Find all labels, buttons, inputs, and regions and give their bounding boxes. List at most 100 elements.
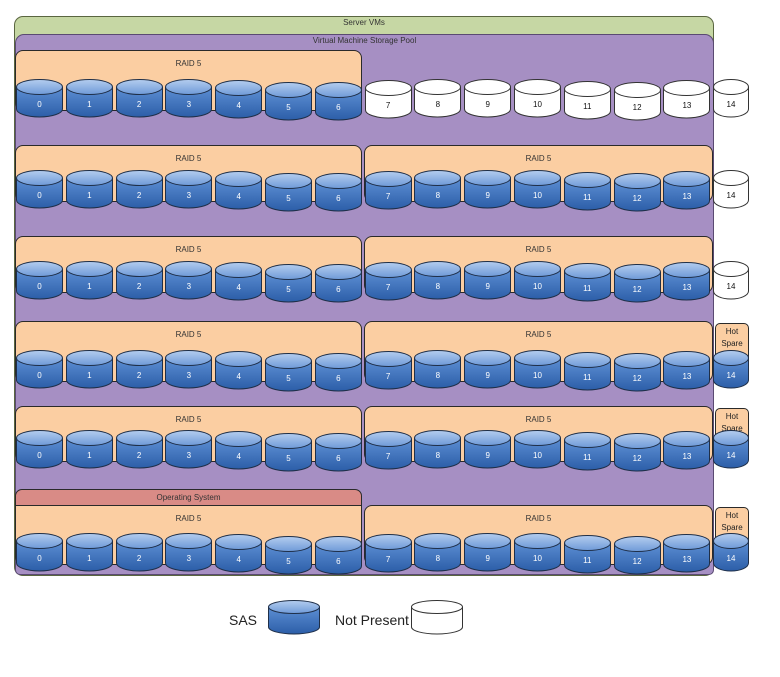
sas-disk-icon [613,536,661,575]
empty-disk-slot: 14 [713,170,749,209]
sas-disk: 13 [663,431,711,470]
raid-group-label: RAID 5 [525,514,552,523]
sas-disk: 12 [613,433,661,472]
sas-disk: 4 [215,171,263,210]
disk-number: 2 [136,370,142,380]
sas-disk: 6 [314,264,362,303]
disk-number: 2 [136,99,142,109]
empty-disk-icon [464,79,512,118]
sas-disk: 4 [215,351,263,390]
disk-number: 3 [186,450,192,460]
sas-disk-icon [215,171,263,210]
disk-number: 13 [682,100,692,110]
disk-number: 7 [385,451,391,461]
sas-disk-icon [514,261,561,300]
sas-disk: 11 [563,263,611,302]
sas-disk: 3 [165,350,213,389]
raid-group-label: RAID 5 [175,330,202,339]
sas-disk: 7 [364,262,412,301]
disk-number: 13 [682,371,692,381]
sas-disk: 10 [514,350,561,389]
sas-disk-icon [514,170,561,209]
disk-number: 0 [37,553,42,563]
disk-number: 12 [632,453,642,463]
sas-disk: 5 [265,264,312,303]
sas-disk-icon [464,170,512,209]
sas-disk-icon [165,261,213,300]
sas-disk: 8 [414,430,462,469]
sas-disk: 0 [16,261,63,300]
disk-number: 9 [485,190,490,200]
hot-spare-label: Hot Spare [721,412,743,433]
disk-number: 6 [336,102,341,112]
sas-disk: 11 [563,352,611,391]
sas-disk-icon [613,264,661,303]
sas-disk: 2 [115,350,163,389]
disk-number: 8 [435,450,441,460]
sas-disk: 7 [364,534,412,573]
disk-number: 11 [583,192,592,202]
disk-number: 7 [385,371,391,381]
sas-disk: 3 [165,170,213,209]
legend-not-present-disk [411,600,463,635]
disk-number: 14 [726,190,736,200]
disk-number: 13 [682,554,692,564]
sas-disk-icon [265,433,312,472]
empty-disk-slot: 11 [563,81,611,120]
disk-number: 4 [236,100,241,110]
sas-disk-icon [414,533,462,572]
sas-disk-icon [464,350,512,389]
sas-disk: 1 [65,79,113,118]
legend-not-present-label: Not Present [335,612,409,628]
disk-number: 0 [37,281,42,291]
empty-disk-slot: 9 [464,79,512,118]
disk-number: 14 [726,99,736,109]
empty-disk-slot: 13 [663,80,711,119]
disk-number: 8 [435,99,441,109]
disk-number: 12 [632,102,642,112]
disk-number: 7 [385,554,391,564]
sas-disk: 3 [165,261,213,300]
sas-disk: 13 [663,262,711,301]
sas-disk-icon [364,171,412,210]
sas-disk-icon [165,533,213,572]
sas-disk-icon [663,534,711,573]
sas-disk-icon [314,536,362,575]
sas-disk-icon [65,533,113,572]
sas-disk: 3 [165,533,213,572]
disk-number: 5 [286,373,291,383]
empty-disk-slot: 14 [713,79,749,118]
sas-disk-icon [265,173,312,212]
storage-pool-container: Virtual Machine Storage Pool [15,34,714,575]
sas-disk-icon [713,533,749,572]
disk-number: 9 [485,450,490,460]
raid-group-label: RAID 5 [525,154,552,163]
sas-disk-icon [514,350,561,389]
disk-number: 5 [286,102,291,112]
disk-number: 8 [435,281,441,291]
sas-disk: 6 [314,433,362,472]
sas-disk-icon [414,430,462,469]
operating-system-box: Operating System [15,489,362,506]
sas-disk: 13 [663,171,711,210]
sas-disk: 2 [115,79,163,118]
sas-disk-icon [563,172,611,211]
sas-disk-icon [16,350,63,389]
disk-number: 11 [583,452,592,462]
sas-disk: 11 [563,172,611,211]
disk-number: 4 [236,371,241,381]
disk-number: 13 [682,282,692,292]
disk-number: 6 [336,453,341,463]
disk-number: 0 [37,450,42,460]
sas-disk-icon [514,533,561,572]
sas-disk: 2 [115,430,163,469]
disk-number: 10 [533,99,542,109]
sas-disk: 10 [514,170,561,209]
sas-disk-icon [115,430,163,469]
sas-disk: 10 [514,533,561,572]
sas-disk: 1 [65,261,113,300]
disk-number: 10 [533,450,542,460]
disk-number: 1 [87,281,92,291]
sas-disk-icon [414,350,462,389]
sas-disk: 5 [265,353,312,392]
